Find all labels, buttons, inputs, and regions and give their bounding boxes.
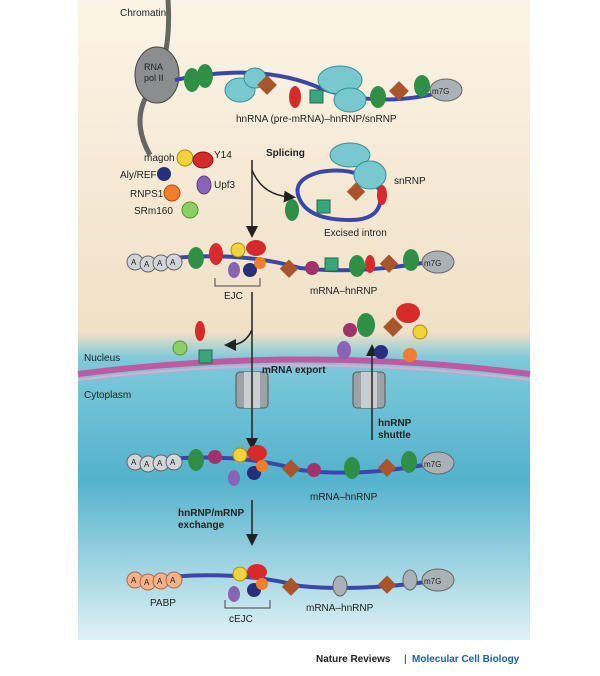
upf3	[196, 175, 212, 195]
y14	[192, 151, 214, 169]
hnrnp-square	[309, 89, 324, 104]
nuclear-membrane	[77, 356, 531, 377]
credit-separator: |	[404, 654, 407, 665]
arrow-excision	[251, 169, 296, 203]
label-mrna-hnrnp-3: mRNA–hnRNP	[306, 603, 374, 614]
polya-label: A	[144, 578, 150, 587]
snrnp-teal	[333, 87, 367, 113]
label-aly-ref: Aly/REF	[120, 170, 157, 181]
mrnp-nuclear	[126, 240, 455, 287]
mrnp-exchanged	[126, 564, 455, 609]
hnrnp-green	[370, 86, 386, 108]
released-factors	[172, 321, 213, 364]
credit-journal: Nature Reviews	[316, 654, 391, 665]
label-cejc: cEJC	[229, 614, 253, 625]
rna-pol-ii	[134, 46, 180, 104]
mrnp-cytoplasm	[126, 445, 455, 486]
cap-label: m7G	[424, 577, 441, 586]
hnrnp-red	[289, 86, 301, 108]
label-exchange-2: exchange	[178, 520, 225, 531]
polya-label: A	[170, 258, 176, 267]
polya-label: A	[144, 260, 150, 269]
polya-label: A	[131, 258, 137, 267]
label-magoh: magoh	[144, 153, 175, 164]
polya-label: A	[157, 459, 163, 468]
cap-structure	[429, 78, 463, 102]
cap-label: m7G	[424, 460, 441, 469]
label-hnrnp-shuttle-1: hnRNP	[378, 418, 412, 429]
label-mrna-hnrnp-1: mRNA–hnRNP	[310, 286, 378, 297]
magoh	[176, 149, 194, 167]
label-ejc: EJC	[224, 291, 243, 302]
label-upf3: Upf3	[214, 180, 236, 191]
label-rna: RNA	[144, 62, 163, 72]
label-mrna-export: mRNA export	[262, 365, 326, 376]
label-nucleus: Nucleus	[84, 353, 120, 364]
label-pol-ii: pol II	[144, 73, 164, 83]
label-y14: Y14	[214, 150, 232, 161]
srm160	[181, 201, 199, 219]
polya-label: A	[157, 259, 163, 268]
shuttling-hnrnps	[337, 303, 428, 362]
polya-label: A	[131, 458, 137, 467]
credit-subject: Molecular Cell Biology	[412, 654, 520, 665]
hnrnp-green	[197, 64, 213, 88]
hnrnp-brown	[257, 75, 277, 95]
label-exchange-1: hnRNP/mRNP	[178, 508, 244, 519]
label-rnps1: RNPS1	[130, 189, 164, 200]
label-chromatin: Chromatin	[120, 8, 166, 19]
polya-label: A	[170, 576, 176, 585]
aly-ref	[157, 167, 171, 181]
excised-intron-complex	[285, 142, 387, 223]
polya-label: A	[144, 460, 150, 469]
rnps1	[163, 184, 181, 202]
label-splicing: Splicing	[266, 148, 305, 159]
cap-label: m7G	[424, 259, 441, 268]
label-hnrnp-shuttle-2: shuttle	[378, 430, 411, 441]
hnrnp-green	[414, 75, 430, 97]
cap-label: m7G	[432, 87, 449, 96]
polya-label: A	[131, 576, 137, 585]
polya-label: A	[170, 458, 176, 467]
cell-background	[78, 0, 530, 640]
label-mrna-hnrnp-2: mRNA–hnRNP	[310, 492, 378, 503]
arrow-release	[224, 329, 253, 351]
label-srm160: SRm160	[134, 206, 173, 217]
ejc-proteins	[157, 149, 214, 219]
hnrnp-brown	[389, 81, 409, 101]
nuclear-membrane-inner	[77, 364, 531, 381]
label-snrnp: snRNP	[394, 176, 426, 187]
label-pabp: PABP	[150, 598, 176, 609]
polya-label: A	[157, 577, 163, 586]
label-excised-intron: Excised intron	[324, 228, 387, 239]
label-cytoplasm: Cytoplasm	[84, 390, 131, 401]
nuclear-pore-right	[352, 371, 386, 409]
label-hnrna: hnRNA (pre-mRNA)–hnRNP/snRNP	[236, 114, 397, 125]
pre-mrna-strand	[174, 70, 451, 102]
transcription-complex	[134, 0, 463, 157]
hnrnp-green	[184, 68, 200, 92]
